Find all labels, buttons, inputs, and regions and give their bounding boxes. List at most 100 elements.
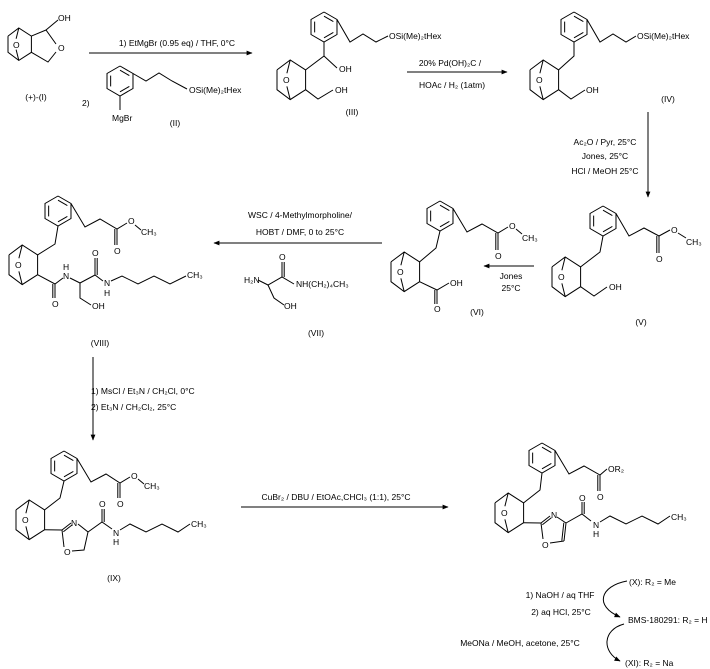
compound-ii-mgbr: MgBr (112, 113, 132, 123)
compound-v-ch3: CH₃ (686, 237, 702, 247)
compound-vii-amide: NH(CH₂)₄CH₃ (296, 279, 349, 289)
compound-vi-carbonyl-o: O (495, 251, 502, 261)
ether-bridge (15, 49, 20, 61)
aromatic-bond (63, 454, 74, 462)
ether-bridge (504, 492, 509, 507)
compound-ix-bridge-o: O (22, 515, 29, 525)
double-bond (540, 515, 551, 524)
ether-bridge (539, 59, 544, 74)
compound-v-bridge-o: O (558, 272, 565, 282)
bond (565, 513, 592, 524)
oxabicycle-ring (15, 499, 46, 541)
compound-x-amide-o: O (579, 493, 586, 503)
step1-part2-prefix: 2) (82, 98, 90, 108)
compound-i-oh: OH (58, 13, 71, 23)
compound-viii-h2: H (104, 288, 110, 298)
compound-vi-label: (VI) (470, 307, 484, 317)
compound-vii-h2n: H₂N (244, 275, 260, 285)
salt-conditions: MeONa / MeOH, acetone, 25°C (460, 638, 580, 648)
aromatic-bond (541, 446, 552, 454)
compound-x-ring-o: O (542, 540, 549, 550)
bond (31, 51, 57, 63)
bond (69, 274, 104, 284)
bond (31, 29, 57, 45)
double-bond (563, 522, 567, 542)
double-bond (63, 524, 73, 533)
compound-ii-label: (II) (170, 118, 181, 128)
compound-iii-label: (III) (346, 107, 359, 117)
ether-bridge (400, 278, 405, 292)
ether-bridge (18, 271, 23, 285)
step7-conditions: CuBr₂ / DBU / EtOAc,CHCl₃ (1:1), 25°C (261, 492, 410, 502)
compound-x-n: N (593, 520, 599, 530)
aromatic-bond (63, 470, 74, 478)
aromatic-bond (541, 462, 552, 470)
oxabicycle-ring (529, 59, 560, 101)
bond (419, 230, 441, 263)
compound-iv-structure (529, 11, 637, 101)
bond (580, 235, 604, 268)
compound-ix-n: N (113, 528, 119, 538)
step5-conditions-1: WSC / 4-Methylmorpholine/ (248, 210, 353, 220)
bond (257, 276, 295, 286)
bond (549, 540, 565, 544)
oxabicycle-ring (390, 251, 421, 293)
ether-bridge (15, 27, 20, 39)
compound-i-label: (+)-(I) (25, 92, 47, 102)
compound-vii-structure (257, 262, 295, 306)
bond (61, 529, 65, 548)
compound-viii-ester-o: O (128, 216, 135, 226)
step2-conditions-1: 20% Pd(OH)₂C / (419, 58, 482, 68)
ether-bridge (561, 283, 566, 297)
compound-x-ester: OR₂ (608, 464, 624, 474)
compound-x-ring-n: N (551, 510, 557, 520)
bond (336, 19, 389, 43)
aromatic-bond (439, 220, 450, 228)
compound-ix-ring-o: O (64, 547, 71, 557)
aromatic-bond (439, 204, 450, 212)
ether-bridge (561, 256, 566, 271)
compound-x-h: H (593, 529, 599, 539)
step4-conditions-2: 25°C (502, 283, 521, 293)
compound-iii-bridge-o: O (283, 75, 290, 85)
compound-ix-ring-n: N (71, 518, 77, 528)
bond (132, 72, 188, 90)
step3-conditions-1: Ac₂O / Pyr, 25°C (574, 137, 637, 147)
compound-vii-label: (VII) (308, 328, 324, 338)
compound-viii-n2: N (104, 278, 110, 288)
compound-i-bridge-o: O (13, 40, 20, 50)
compound-ix-amide-o: O (99, 499, 106, 509)
compound-iii-silyl: OSi(Me)₂tHex (389, 31, 442, 41)
aromatic-bond (57, 199, 68, 207)
compound-viii-amide2-o: O (92, 248, 99, 258)
double-bond (542, 517, 552, 526)
step3-conditions-3: HCl / MeOH 25°C (571, 166, 638, 176)
compound-iv-bridge-o: O (536, 75, 543, 85)
compound-vi-ester-o: O (509, 221, 516, 231)
compound-viii-bridge-o: O (15, 260, 22, 270)
bond (110, 275, 187, 285)
curved-arrow-salt (606, 623, 625, 662)
aromatic-bond (57, 215, 68, 223)
compound-vii-oh: OH (284, 301, 297, 311)
aromatic-bond (119, 69, 130, 77)
compound-viii-ch3: CH₃ (141, 227, 157, 237)
bond (70, 203, 128, 230)
step1-conditions: 1) EtMgBr (0.95 eq) / THF, 0°C (119, 38, 235, 48)
compound-viii-h1: H (63, 262, 69, 272)
ether-bridge (25, 499, 30, 514)
bond (119, 523, 191, 533)
bond (452, 208, 509, 234)
bond (515, 228, 523, 235)
compound-viii-ch3-end: CH₃ (187, 270, 203, 280)
bms-180291-label: BMS-180291: R₂ = H (628, 615, 708, 625)
bond (37, 225, 59, 256)
compound-v-oh: OH (609, 282, 622, 292)
aromatic-bond (323, 31, 334, 39)
step6-conditions-1: 1) MsCl / Et₃N / CH₂Cl, 0°C (91, 386, 195, 396)
compound-ix-ch3: CH₃ (144, 481, 160, 491)
bond (419, 281, 450, 291)
hydrolysis-conditions-2: 2) aq HCl, 25°C (531, 607, 591, 617)
ether-bridge (18, 244, 23, 259)
aromatic-bond (602, 225, 613, 233)
